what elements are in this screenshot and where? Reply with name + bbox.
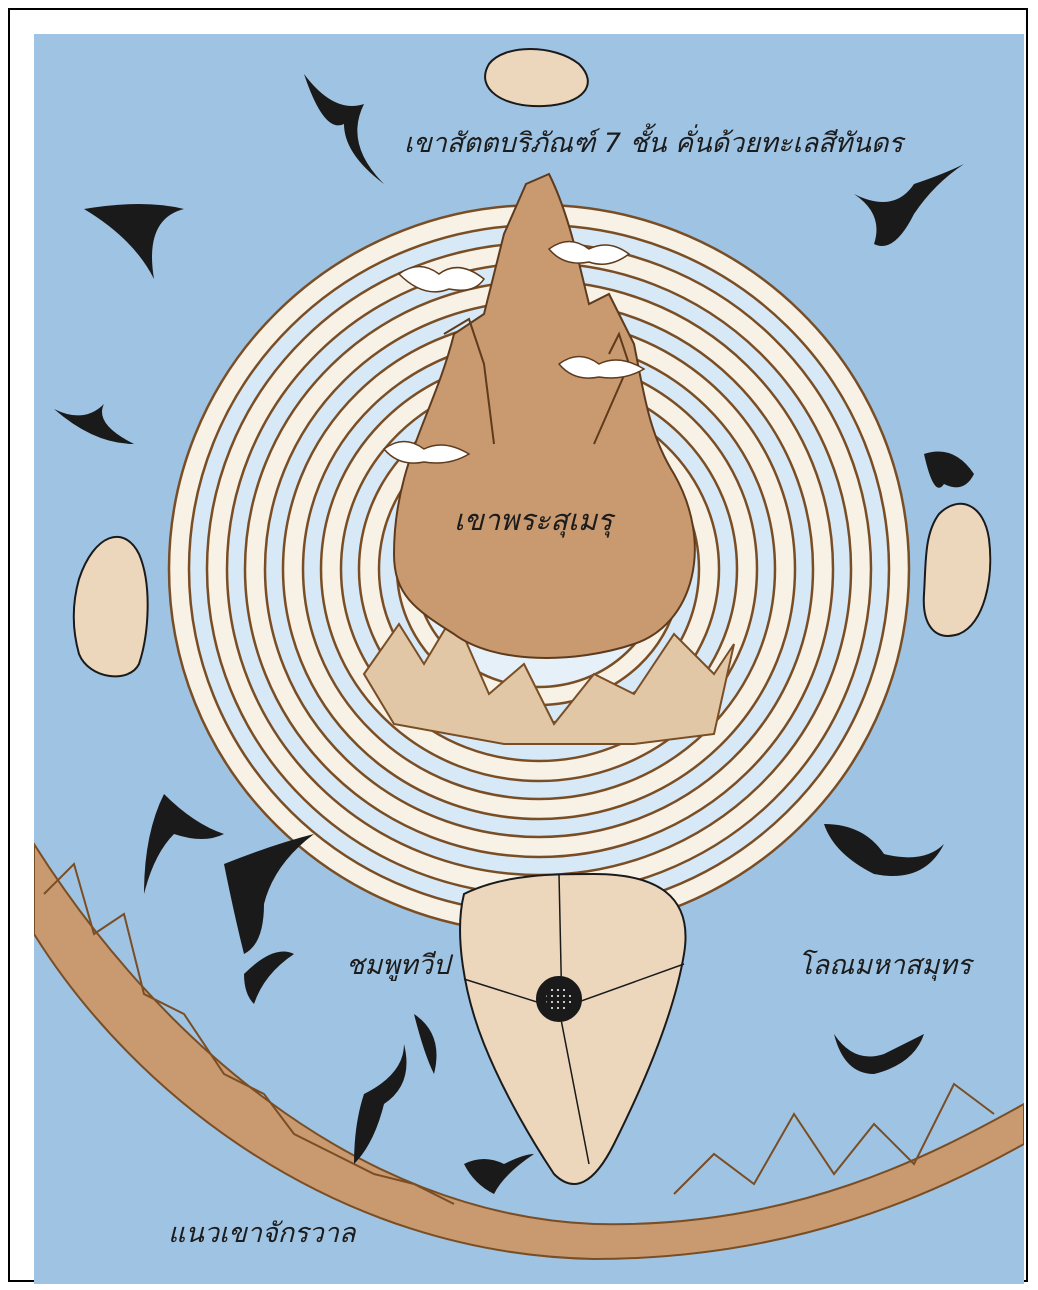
lonamahasamut-ocean: เขาสัตตบริภัณฑ์ 7 ชั้น คั่นด้วยทะเลสีทัน… <box>34 34 1024 1284</box>
uttarakuru-island <box>485 49 588 106</box>
label-jambudvipa: ชมพูทวีป <box>346 952 450 979</box>
label-mount-meru: เขาพระสุเมรุ <box>454 506 613 535</box>
aparagoyana-island <box>74 537 148 676</box>
jambudvipa-continent <box>460 874 685 1184</box>
cosmology-diagram <box>34 34 1024 1284</box>
label-chakravala: แนวเขาจักรวาล <box>168 1220 355 1247</box>
label-lonamahasamut: โลณมหาสมุทร <box>798 952 971 979</box>
label-satta-paribhan-rings: เขาสัตตบริภัณฑ์ 7 ชั้น คั่นด้วยทะเลสีทัน… <box>404 130 903 157</box>
diagram-frame: เขาสัตตบริภัณฑ์ 7 ชั้น คั่นด้วยทะเลสีทัน… <box>8 8 1028 1282</box>
pubbavideha-island <box>924 504 990 636</box>
